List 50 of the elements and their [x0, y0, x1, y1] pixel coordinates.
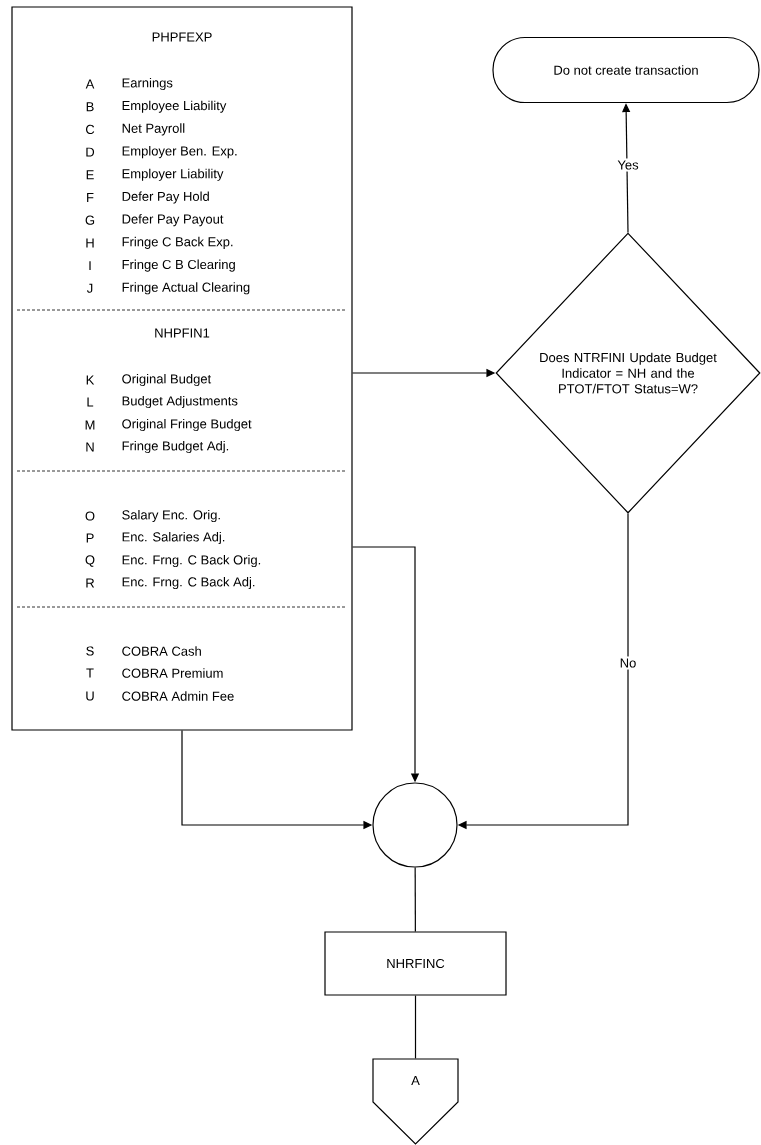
item-code: N [86, 442, 94, 452]
item-label: Enc. Frng. C Back Adj. [122, 576, 255, 590]
edge-label: Yes [615, 158, 641, 172]
item-code: E [86, 170, 94, 180]
item-label: Fringe C Back Exp. [122, 236, 233, 249]
item-label: Budget Adjustments [122, 395, 238, 409]
item-code: M [85, 420, 95, 430]
item-code: A [85, 79, 95, 89]
item-label: Earnings [122, 77, 173, 91]
item-code: S [86, 646, 94, 656]
item-code: J [86, 283, 93, 293]
item-code: I [89, 261, 91, 271]
item-label: COBRA Admin Fee [122, 691, 234, 701]
item-label: Employee Liability [122, 100, 227, 113]
off-page-connector: A [372, 1058, 459, 1145]
item-code: Q [85, 555, 95, 567]
item-label: Enc. Frng. C Back Orig. [122, 554, 261, 568]
item-label: Fringe Actual Clearing [122, 282, 250, 295]
item-label: Salary Enc. Orig. [122, 509, 220, 523]
item-label: Net Payroll [122, 123, 185, 136]
item-label: COBRA Cash [122, 646, 201, 656]
item-label: Original Budget [122, 373, 212, 387]
process-box: NHRFINC [324, 931, 507, 996]
item-code: F [87, 193, 94, 202]
item-code: B [86, 102, 94, 112]
item-label: COBRA Premium [122, 668, 223, 678]
item-label: Fringe Budget Adj. [122, 440, 229, 454]
item-code: H [86, 238, 94, 248]
edge-label: No [617, 656, 639, 670]
item-label: Fringe C B Clearing [122, 259, 235, 272]
item-code: O [85, 511, 95, 521]
item-code: G [85, 215, 95, 225]
item-label: Defer Pay Payout [122, 214, 224, 227]
item-code: L [87, 397, 94, 407]
item-label: Employer Liability [122, 168, 224, 181]
item-code: T [86, 668, 94, 678]
section-heading: NHPFIN1 [155, 328, 210, 338]
item-label: Original Fringe Budget [122, 418, 252, 432]
section-heading: PHPFEXP [152, 32, 212, 42]
item-label: Enc. Salaries Adj. [122, 531, 225, 545]
item-code: U [86, 691, 94, 701]
terminator: Do not create transaction [492, 36, 760, 104]
item-code: R [86, 578, 95, 588]
item-code: C [85, 124, 95, 134]
item-code: D [86, 147, 95, 157]
item-code: K [86, 375, 95, 385]
item-label: Defer Pay Hold [122, 191, 209, 204]
connector-circle [372, 782, 458, 868]
item-code: P [86, 533, 94, 543]
item-label: Employer Ben. Exp. [122, 146, 237, 159]
